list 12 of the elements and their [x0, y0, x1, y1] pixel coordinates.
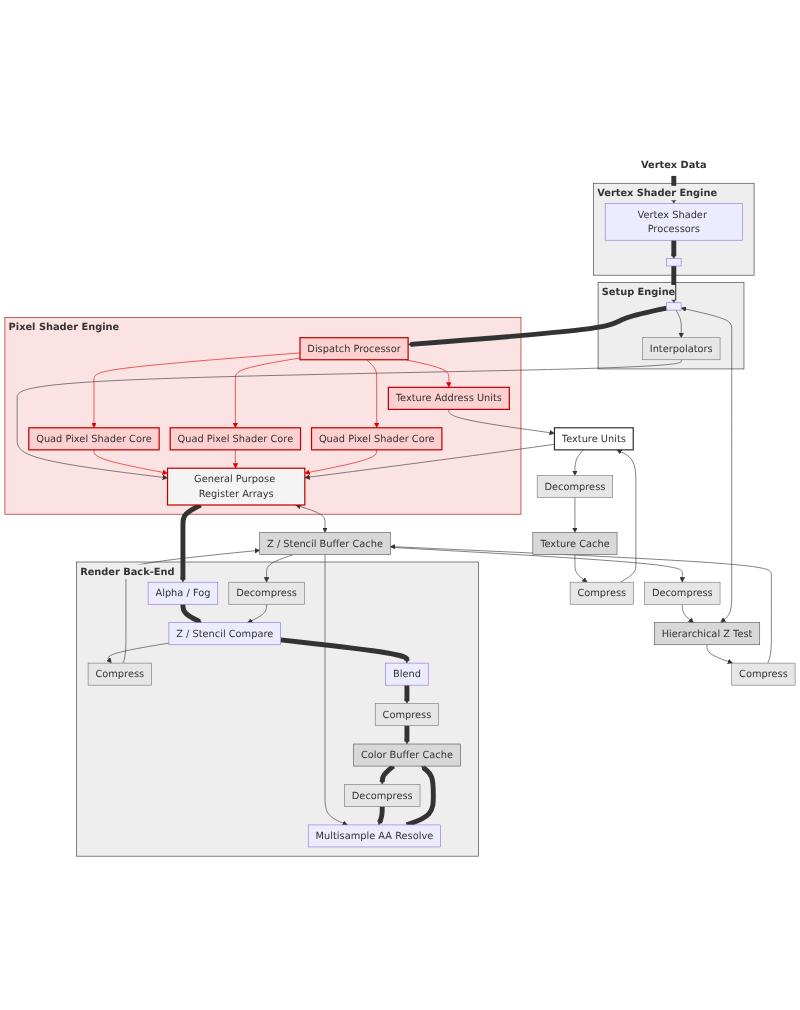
arrow	[379, 764, 395, 785]
arrow	[377, 805, 385, 826]
arrow	[671, 239, 677, 259]
arrow	[405, 765, 436, 828]
arrow	[404, 684, 410, 704]
arrow	[180, 603, 203, 624]
arrow	[404, 724, 410, 745]
node-box	[666, 302, 682, 311]
arrow	[407, 305, 667, 347]
node-box	[666, 258, 682, 267]
arrow	[180, 502, 202, 583]
arrow	[280, 637, 410, 664]
